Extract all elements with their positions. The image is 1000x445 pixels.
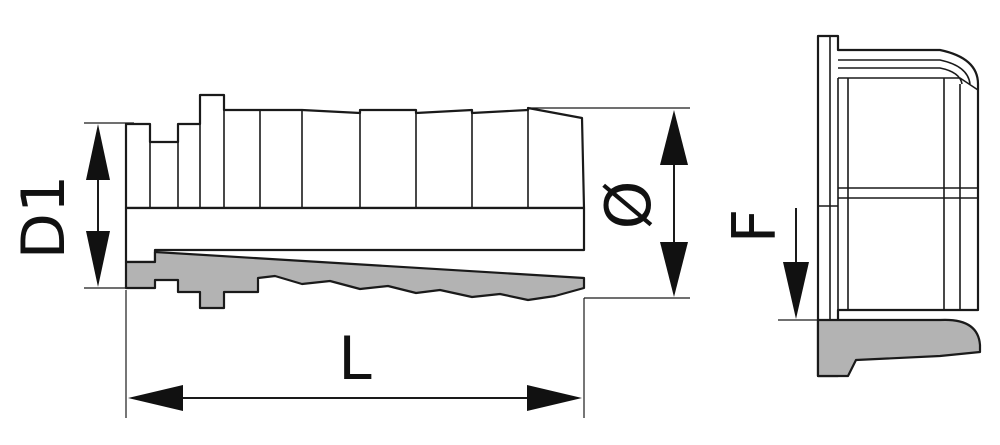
nut-section-view: F [720,34,982,378]
d1-dimension: D1 [9,122,134,289]
barb-ridge-lines [149,110,529,208]
diameter-symbol: Ø [592,181,665,230]
d1-label: D1 [9,175,79,259]
diameter-arrow-top [660,110,688,165]
hose-tail-side-view: D1 Ø L [9,93,690,418]
length-arrow-left [128,385,183,411]
length-arrow-right [527,385,582,411]
nut-mid-separator [818,187,978,207]
hose-tail-section [124,250,586,310]
f-arrow [783,262,809,319]
nut-top-wall [838,59,979,91]
f-label: F [720,209,790,244]
length-dimension: L [125,290,585,418]
diameter-dimension: Ø [530,107,690,299]
length-label: L [338,324,372,394]
hose-tail-upper-profile [124,93,586,210]
f-dimension: F [720,208,809,319]
d1-arrow-bottom [86,231,110,287]
d1-arrow-top [86,124,110,180]
nut-section-bottom [816,318,982,378]
diameter-arrow-bottom [660,242,688,297]
